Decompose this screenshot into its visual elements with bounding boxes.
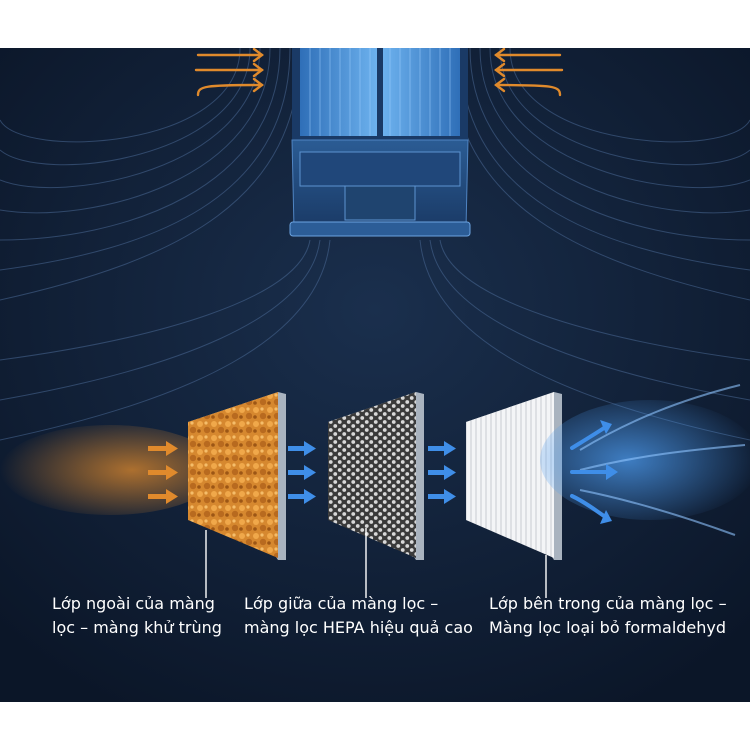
clean-air-glow — [540, 400, 750, 520]
inner-layer-caption-line2: Màng lọc loại bỏ formaldehyd — [489, 618, 727, 637]
incoming-air-glow — [0, 425, 220, 515]
inner-filter-layer — [466, 392, 562, 560]
middle-layer-caption-line2: màng lọc HEPA hiệu quả cao — [244, 618, 473, 637]
top-intake-arrows — [194, 48, 564, 97]
purifier-cartridge — [289, 48, 471, 237]
outer-filter-layer — [188, 392, 286, 560]
leader-lines — [205, 528, 547, 598]
middle-layer-caption: Lớp giữa của màng lọc – màng lọc HEPA hi… — [244, 592, 473, 640]
clean-air-arrowheads — [600, 420, 618, 524]
flow-arrows-1 — [288, 441, 316, 504]
clean-air-streaks — [579, 384, 746, 536]
outer-layer-caption: Lớp ngoài của màng lọc – màng khử trùng — [52, 592, 222, 640]
inner-layer-caption-line1: Lớp bên trong của màng lọc – — [489, 594, 727, 613]
flow-arrows-2 — [428, 441, 456, 504]
incoming-air-arrows — [148, 441, 178, 504]
middle-filter-layer — [328, 392, 424, 560]
inner-layer-caption: Lớp bên trong của màng lọc – Màng lọc lo… — [489, 592, 727, 640]
outer-layer-caption-line2: lọc – màng khử trùng — [52, 618, 222, 637]
outer-layer-caption-line1: Lớp ngoài của màng — [52, 594, 215, 613]
middle-layer-caption-line1: Lớp giữa của màng lọc – — [244, 594, 439, 613]
filter-diagram-scene — [0, 48, 750, 702]
